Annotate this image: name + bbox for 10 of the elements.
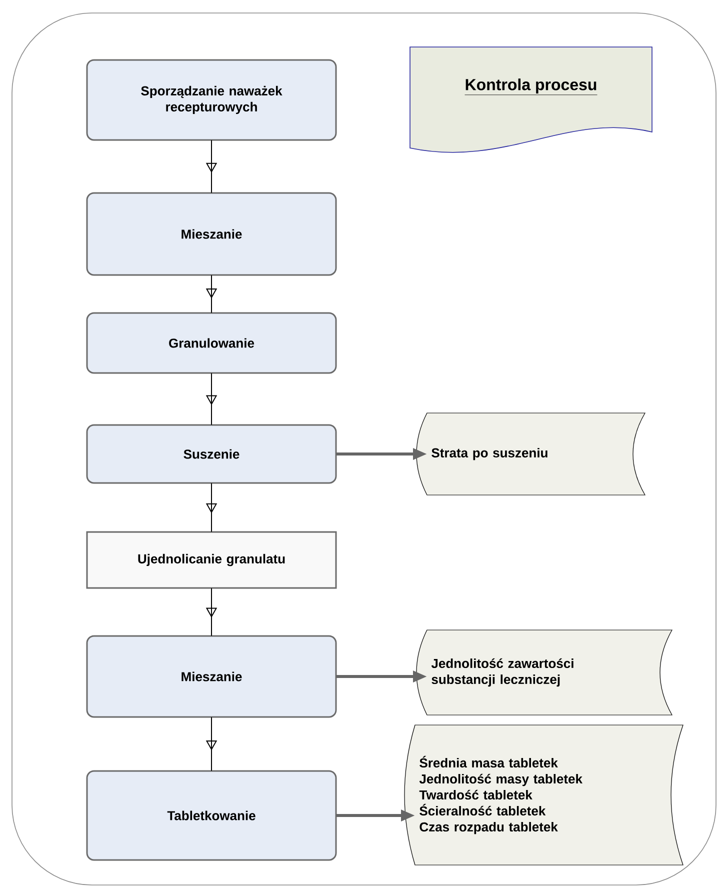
result-card: Strata po suszeniu	[416, 412, 646, 496]
process-box: Sporządzanie naważek recepturowych	[86, 59, 337, 141]
process-box: Ujednolicanie granulatu	[86, 531, 337, 589]
process-box: Tabletkowanie	[86, 770, 337, 861]
process-box: Mieszanie	[86, 635, 337, 718]
process-box: Granulowanie	[86, 312, 337, 374]
result-card: Jednolitość zawartości substancji leczniczej	[416, 630, 672, 716]
process-box: Mieszanie	[86, 192, 337, 276]
result-card: Średnia masa tabletek Jednolitość masy tabletek Twardość tabletek Ścieralność tabletek Czas rozpadu tabletek	[404, 724, 684, 866]
process-box: Suszenie	[86, 424, 337, 484]
